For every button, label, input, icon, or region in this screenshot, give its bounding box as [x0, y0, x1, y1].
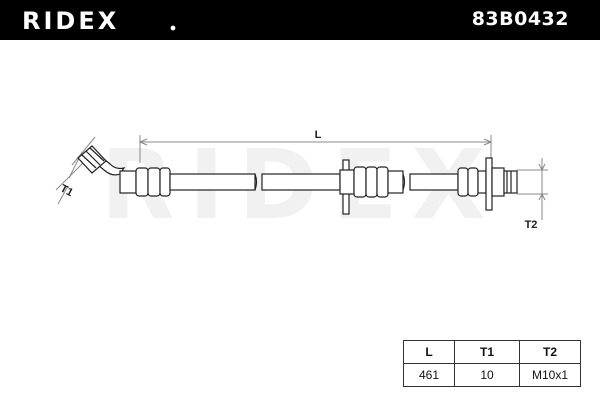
length-dimension	[138, 135, 493, 163]
spec-header-l: L	[403, 340, 455, 364]
spec-table-header-row: L T1 T2	[403, 340, 581, 364]
logo-dot	[170, 25, 176, 31]
spec-table-value-row: 461 10 M10x1	[403, 363, 581, 387]
middle-ferrule	[365, 166, 404, 198]
length-label: L	[315, 129, 322, 141]
hose-segment-left	[169, 173, 256, 191]
ridex-logo: RIDEX	[22, 6, 182, 34]
spec-value-t1: 10	[454, 363, 520, 387]
right-fitting	[457, 157, 518, 211]
mounting-bracket	[339, 159, 367, 215]
logo-text: RIDEX	[22, 7, 119, 34]
hose-segment-right	[409, 173, 459, 191]
t1-label: T1	[58, 183, 75, 200]
t2-dimension	[517, 158, 548, 220]
spec-header-t1: T1	[454, 340, 520, 364]
left-ferrule	[119, 167, 171, 197]
hose-segment-middle	[261, 173, 341, 191]
part-number: 83B0432	[471, 8, 569, 30]
left-fitting	[77, 145, 126, 176]
t2-label: T2	[525, 219, 538, 231]
spec-header-t2: T2	[519, 340, 581, 364]
spec-value-t2: M10x1	[519, 363, 581, 387]
brake-hose-diagram: RIDEX L T1 T2	[55, 129, 548, 241]
header-bar: RIDEX 83B0432	[0, 0, 600, 40]
spec-table: L T1 T2 461 10 M10x1	[403, 340, 581, 387]
spec-value-l: 461	[403, 363, 455, 387]
